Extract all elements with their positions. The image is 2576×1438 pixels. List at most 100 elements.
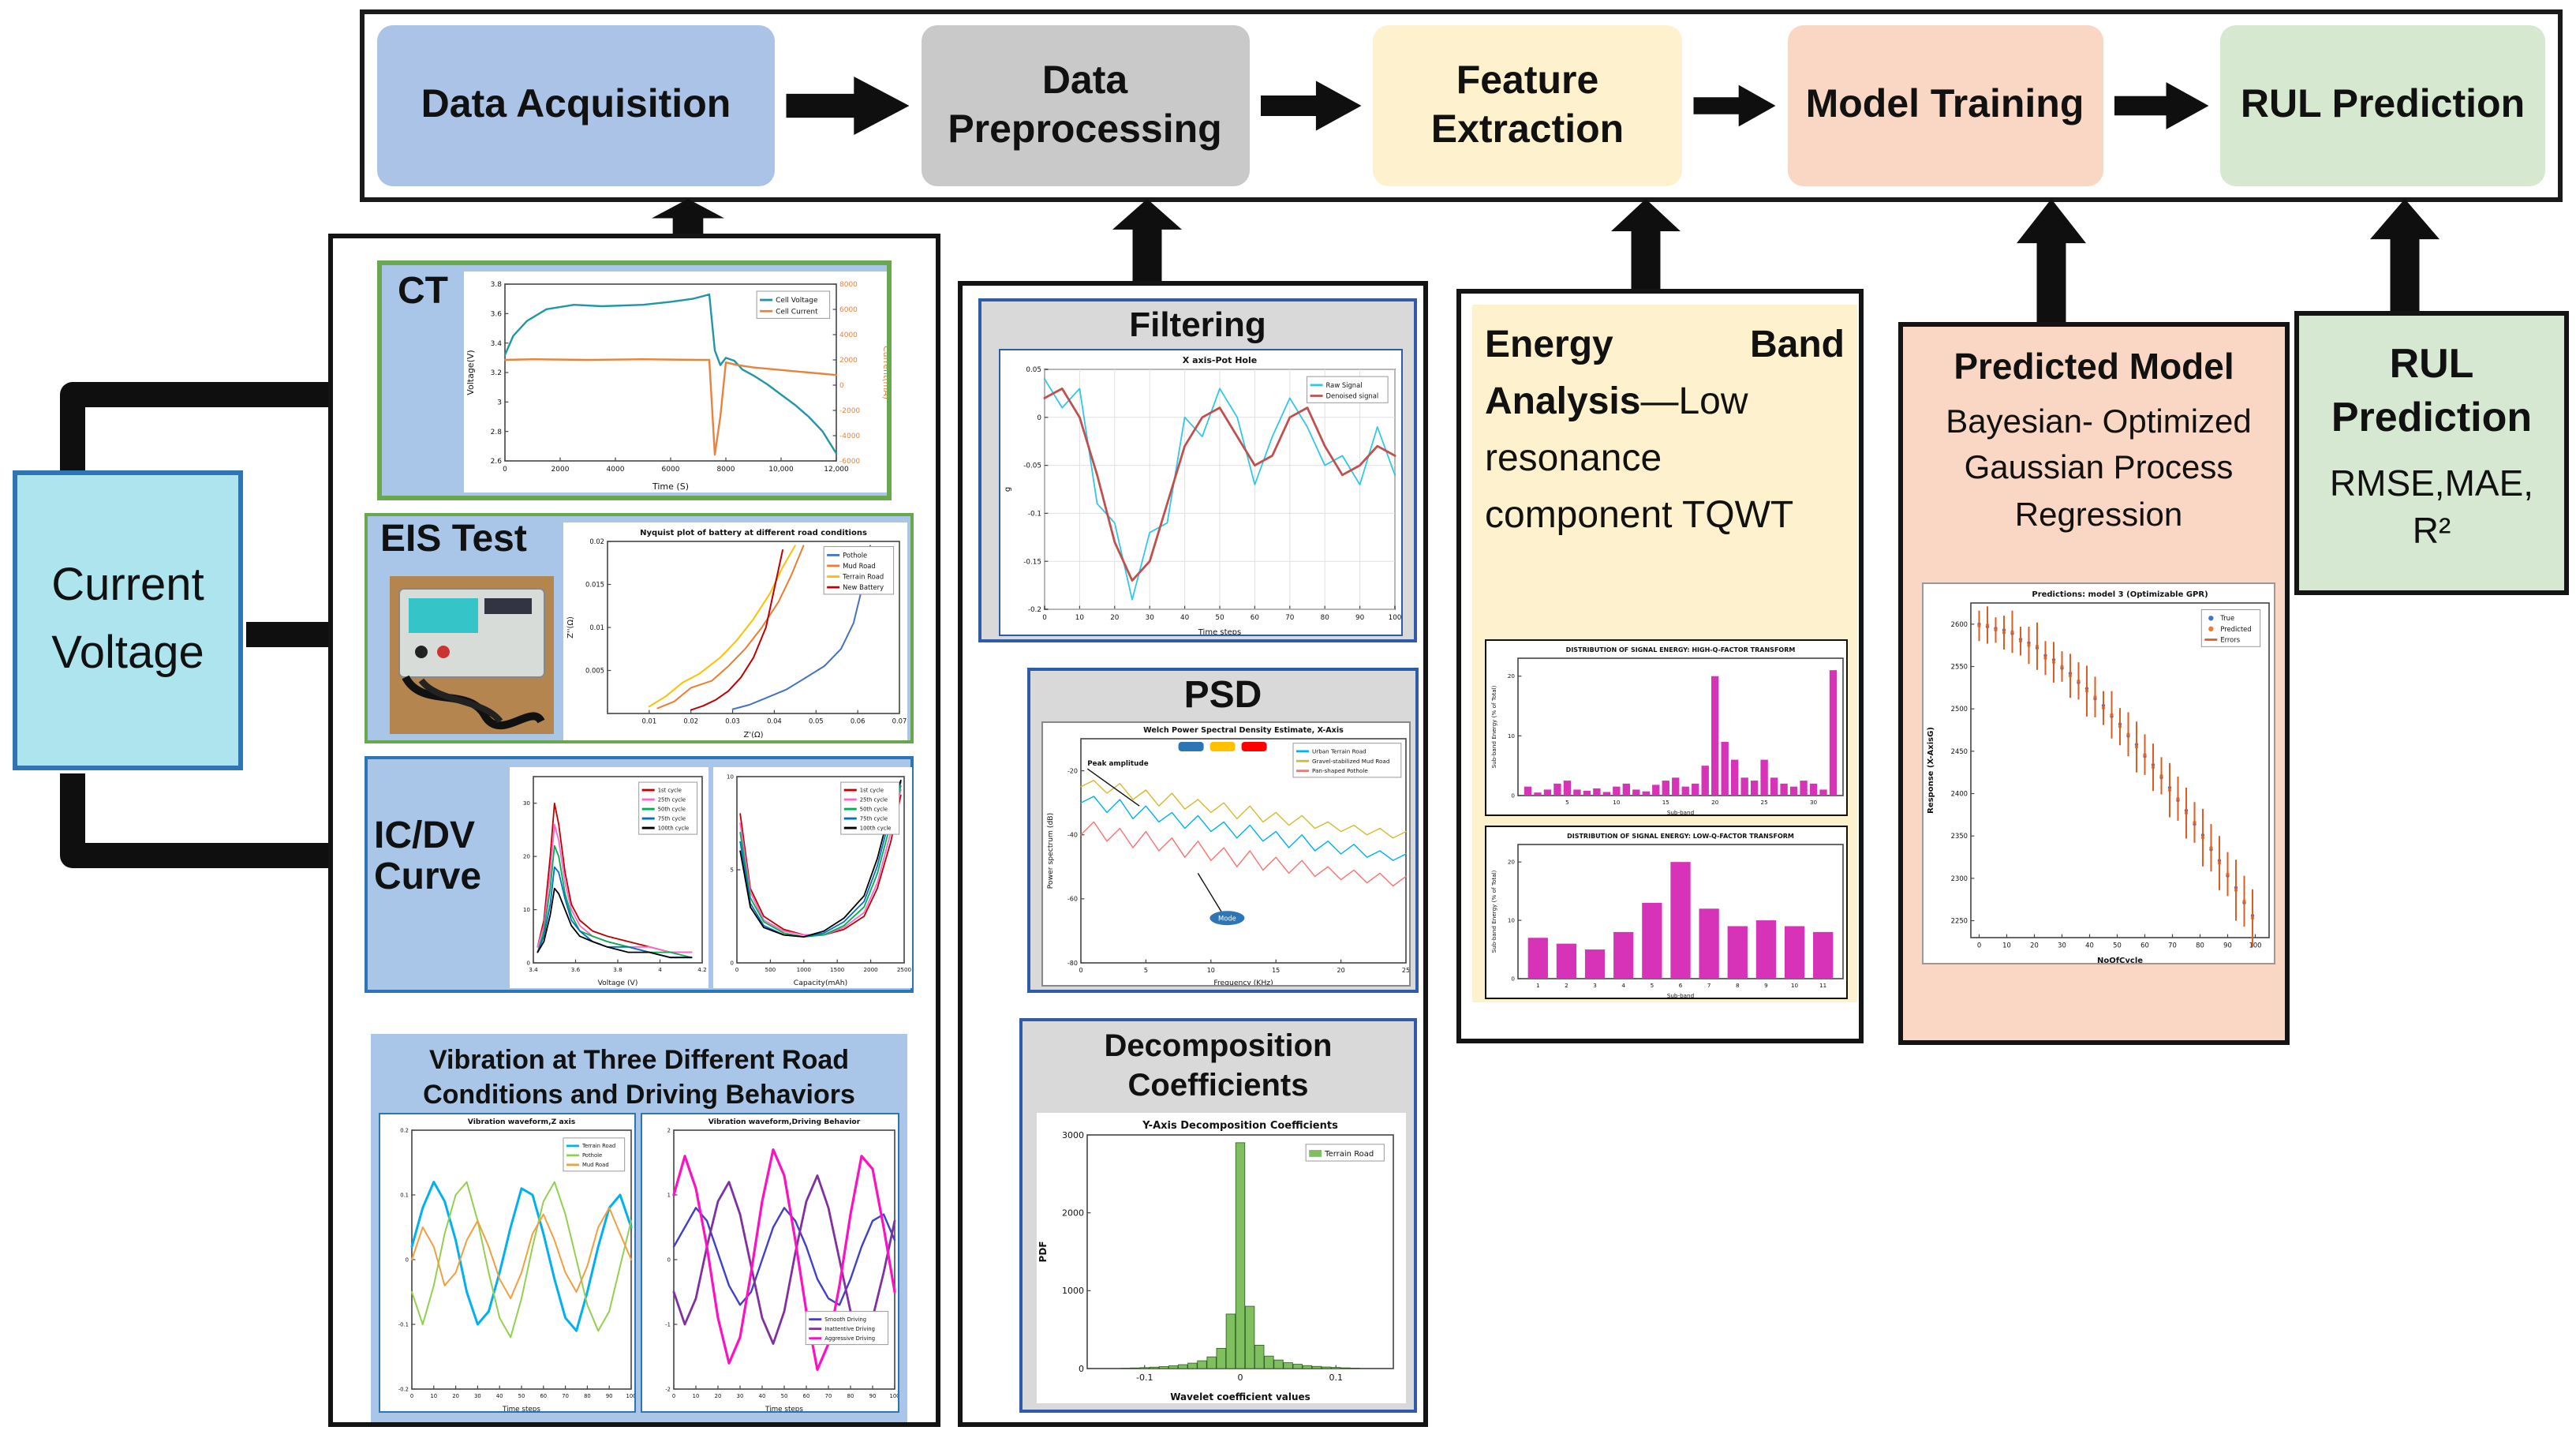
- svg-text:Smooth Driving: Smooth Driving: [824, 1316, 866, 1323]
- rul-title: RUL Prediction: [2299, 338, 2564, 444]
- svg-text:DISTRIBUTION OF SIGNAL ENERGY:: DISTRIBUTION OF SIGNAL ENERGY: HIGH-Q-FA…: [1566, 646, 1796, 653]
- svg-text:0.01: 0.01: [589, 624, 604, 631]
- svg-text:Welch Power Spectral Density E: Welch Power Spectral Density Estimate, X…: [1143, 726, 1344, 735]
- svg-text:1st cycle: 1st cycle: [860, 787, 884, 793]
- pipeline-bar: Data Acquisition Data Preprocessing Feat…: [360, 9, 2563, 202]
- svg-text:0: 0: [526, 960, 530, 967]
- svg-text:1500: 1500: [830, 966, 845, 973]
- svg-text:0.05: 0.05: [1026, 366, 1041, 374]
- rul-metrics: RMSE,MAE, R²: [2299, 461, 2564, 556]
- svg-text:0.07: 0.07: [892, 717, 907, 725]
- svg-text:Wavelet coefficient values: Wavelet coefficient values: [1170, 1391, 1310, 1402]
- svg-text:90: 90: [606, 1393, 613, 1399]
- svg-text:Y-Axis Decomposition Coefficie: Y-Axis Decomposition Coefficients: [1142, 1120, 1338, 1132]
- eis-equipment-photo: [390, 576, 554, 734]
- svg-text:2: 2: [667, 1127, 671, 1133]
- svg-text:0: 0: [839, 382, 844, 390]
- svg-text:1000: 1000: [797, 966, 812, 973]
- svg-text:0.2: 0.2: [400, 1127, 409, 1133]
- svg-text:3: 3: [497, 399, 502, 406]
- svg-text:Time steps: Time steps: [1198, 628, 1242, 636]
- svg-text:10: 10: [1508, 732, 1516, 740]
- svg-text:3.6: 3.6: [571, 966, 581, 973]
- svg-text:Current(mA): Current(mA): [881, 346, 887, 399]
- svg-text:-40: -40: [1067, 832, 1078, 839]
- svg-text:70: 70: [1285, 614, 1295, 622]
- svg-text:20: 20: [452, 1393, 459, 1399]
- svg-text:-2: -2: [665, 1386, 671, 1392]
- svg-text:3.4: 3.4: [529, 966, 538, 973]
- svg-text:15: 15: [1662, 799, 1669, 806]
- svg-text:40: 40: [759, 1393, 766, 1399]
- eis-label: EIS Test: [380, 519, 527, 561]
- svg-text:20: 20: [523, 853, 531, 860]
- svg-text:0: 0: [406, 1256, 409, 1263]
- svg-text:Sub-band: Sub-band: [1667, 992, 1694, 999]
- svg-text:1st cycle: 1st cycle: [658, 787, 682, 793]
- svg-text:0: 0: [1079, 967, 1082, 974]
- svg-text:Z'(Ω): Z'(Ω): [743, 731, 763, 740]
- model-training-group: Predicted Model Bayesian- Optimized Gaus…: [1898, 322, 2290, 1045]
- svg-text:10,000: 10,000: [768, 466, 794, 474]
- svg-text:50: 50: [518, 1393, 525, 1399]
- svg-text:Pan-shaped Pothole: Pan-shaped Pothole: [1312, 767, 1368, 774]
- svg-text:80: 80: [584, 1393, 591, 1399]
- svg-text:60: 60: [1251, 614, 1260, 622]
- svg-text:Sub-band: Sub-band: [1667, 809, 1694, 816]
- svg-text:25: 25: [1761, 799, 1768, 806]
- svg-text:0.04: 0.04: [767, 717, 782, 725]
- svg-text:-0.05: -0.05: [1023, 462, 1041, 470]
- svg-text:-0.1: -0.1: [1028, 510, 1041, 518]
- svg-text:3.8: 3.8: [613, 966, 623, 973]
- flow-arrow-up-icon: [2370, 199, 2440, 311]
- svg-text:3.6: 3.6: [491, 310, 503, 318]
- svg-text:90: 90: [869, 1393, 877, 1399]
- svg-text:6: 6: [1679, 982, 1683, 989]
- svg-text:2600: 2600: [1951, 620, 1968, 628]
- svg-text:0.03: 0.03: [725, 717, 740, 725]
- svg-text:10: 10: [1508, 917, 1516, 924]
- svg-text:100th cycle: 100th cycle: [658, 825, 690, 831]
- svg-text:NoOfCycle: NoOfCycle: [2097, 957, 2143, 964]
- svg-text:-2000: -2000: [839, 407, 860, 415]
- svg-text:500: 500: [765, 966, 776, 973]
- svg-text:Raw Signal: Raw Signal: [1326, 381, 1363, 389]
- svg-text:0.1: 0.1: [1329, 1372, 1344, 1383]
- svg-text:Time (S): Time (S): [652, 481, 689, 492]
- svg-text:g: g: [1004, 487, 1012, 492]
- svg-text:90: 90: [2223, 941, 2232, 949]
- svg-text:15: 15: [1272, 967, 1280, 974]
- input-label: Current Voltage: [17, 552, 238, 689]
- svg-text:0.015: 0.015: [585, 580, 604, 588]
- svg-text:-80: -80: [1067, 960, 1078, 967]
- stage-data-acquisition: Data Acquisition: [377, 25, 775, 186]
- svg-text:2000: 2000: [1062, 1208, 1084, 1219]
- rul-metrics-line1: RMSE,MAE,: [2299, 461, 2564, 508]
- rul-metrics-line2: R²: [2299, 508, 2564, 556]
- svg-text:4: 4: [658, 966, 662, 973]
- svg-text:Vibration waveform,Z axis: Vibration waveform,Z axis: [468, 1118, 576, 1126]
- svg-text:1: 1: [667, 1192, 671, 1198]
- svg-text:0: 0: [730, 960, 734, 967]
- svg-text:Pothole: Pothole: [582, 1152, 602, 1159]
- svg-text:10: 10: [693, 1393, 700, 1399]
- svg-text:80: 80: [847, 1393, 854, 1399]
- svg-text:DISTRIBUTION OF SIGNAL ENERGY:: DISTRIBUTION OF SIGNAL ENERGY: LOW-Q-FAC…: [1567, 833, 1794, 840]
- svg-text:8000: 8000: [717, 466, 735, 474]
- svg-text:Gravel-stabilized Mud Road: Gravel-stabilized Mud Road: [1312, 758, 1389, 765]
- svg-text:20: 20: [1508, 672, 1516, 680]
- svg-text:5: 5: [1565, 799, 1569, 806]
- svg-text:-1: -1: [665, 1321, 671, 1328]
- svg-text:0: 0: [735, 966, 739, 973]
- svg-text:12,000: 12,000: [824, 466, 849, 474]
- decomposition-label: Decomposition Coefficients: [1023, 1028, 1414, 1107]
- stage-rul-prediction: RUL Prediction: [2220, 25, 2545, 186]
